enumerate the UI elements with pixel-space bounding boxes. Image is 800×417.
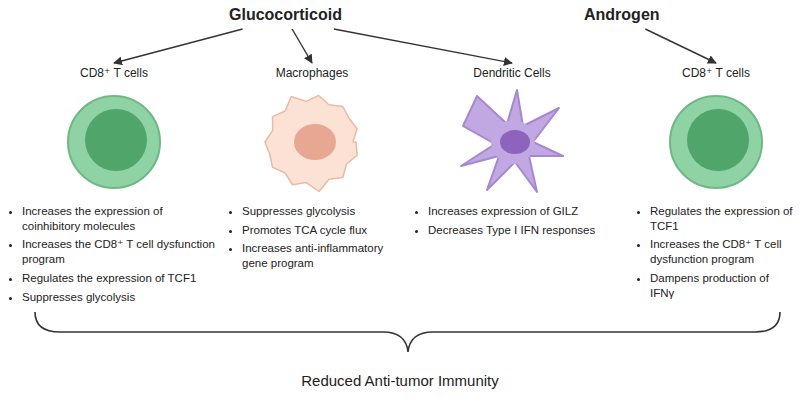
cell-body bbox=[265, 96, 357, 192]
effect-list: Regulates the expression of TCF1Increase… bbox=[636, 204, 796, 300]
effect-bullet: Increases the CD8⁺ T cell dysfunction pr… bbox=[22, 237, 220, 266]
cell-illustration bbox=[257, 86, 367, 198]
effect-bullet: Decreases Type I IFN responses bbox=[428, 223, 610, 238]
effect-bullet: Suppresses glycolysis bbox=[22, 290, 220, 305]
effect-bullet: Increases the expression of coinhibitory… bbox=[22, 204, 220, 233]
cell-illustration-box bbox=[414, 82, 610, 204]
cell-nucleus bbox=[687, 109, 749, 171]
cell-nucleus bbox=[85, 109, 147, 171]
cell-body bbox=[68, 96, 160, 188]
effect-bullet: Regulates the expression of TCF1 bbox=[22, 271, 220, 286]
effect-list: Increases expression of GILZ Decreases Ty… bbox=[414, 204, 610, 237]
effect-bullet: Increases anti-inflammatory gene program bbox=[242, 241, 396, 270]
cell-illustration bbox=[59, 86, 169, 198]
cell-illustration-box bbox=[636, 82, 796, 204]
cell-nucleus bbox=[500, 130, 530, 154]
cell-body bbox=[670, 96, 762, 188]
effect-bullet: Dampens production of IFNγ bbox=[650, 271, 796, 300]
cell-column: CD8⁺ T cellsIncreases the expression of … bbox=[8, 64, 220, 308]
outcome-label: Reduced Anti-tumor Immunity bbox=[0, 372, 800, 389]
treatment-title: Androgen bbox=[580, 4, 664, 26]
title-text: Glucocorticoid bbox=[229, 6, 342, 23]
arrow-connector bbox=[114, 29, 243, 63]
curly-brace bbox=[35, 312, 780, 352]
cell-body bbox=[461, 90, 563, 192]
cell-column: CD8⁺ T cellsRegulates the expression of … bbox=[636, 64, 796, 304]
title-text: Androgen bbox=[584, 6, 660, 23]
effect-list: Increases the expression of coinhibitory… bbox=[8, 204, 220, 304]
treatment-title: Glucocorticoid bbox=[225, 4, 346, 26]
cell-column: MacrophagesSuppresses glycolysisPromotes… bbox=[228, 64, 396, 275]
cell-label: Dendritic Cells bbox=[414, 64, 610, 82]
arrow-connector bbox=[645, 29, 716, 63]
effect-bullet: Promotes TCA cycle flux bbox=[242, 223, 396, 238]
cell-label: CD8⁺ T cells bbox=[8, 64, 220, 82]
cell-body-core bbox=[491, 120, 535, 164]
effect-bullet: Increases the CD8⁺ T cell dysfunction pr… bbox=[650, 237, 796, 266]
cell-nucleus bbox=[294, 124, 336, 160]
effect-list: Suppresses glycolysisPromotes TCA cycle … bbox=[228, 204, 396, 271]
effect-bullet: Increases expression of GILZ bbox=[428, 204, 610, 219]
cell-illustration bbox=[457, 86, 567, 198]
cell-label: Macrophages bbox=[228, 64, 396, 82]
cell-label: CD8⁺ T cells bbox=[636, 64, 796, 82]
arrow-connector bbox=[334, 29, 512, 63]
arrow-connector bbox=[292, 29, 312, 63]
cell-illustration bbox=[661, 86, 771, 198]
cell-illustration-box bbox=[228, 82, 396, 204]
effect-bullet: Regulates the expression of TCF1 bbox=[650, 204, 796, 233]
effect-bullet: Suppresses glycolysis bbox=[242, 204, 396, 219]
cell-column: Dendritic CellsIncreases expression of G… bbox=[414, 64, 610, 241]
cell-illustration-box bbox=[8, 82, 220, 204]
